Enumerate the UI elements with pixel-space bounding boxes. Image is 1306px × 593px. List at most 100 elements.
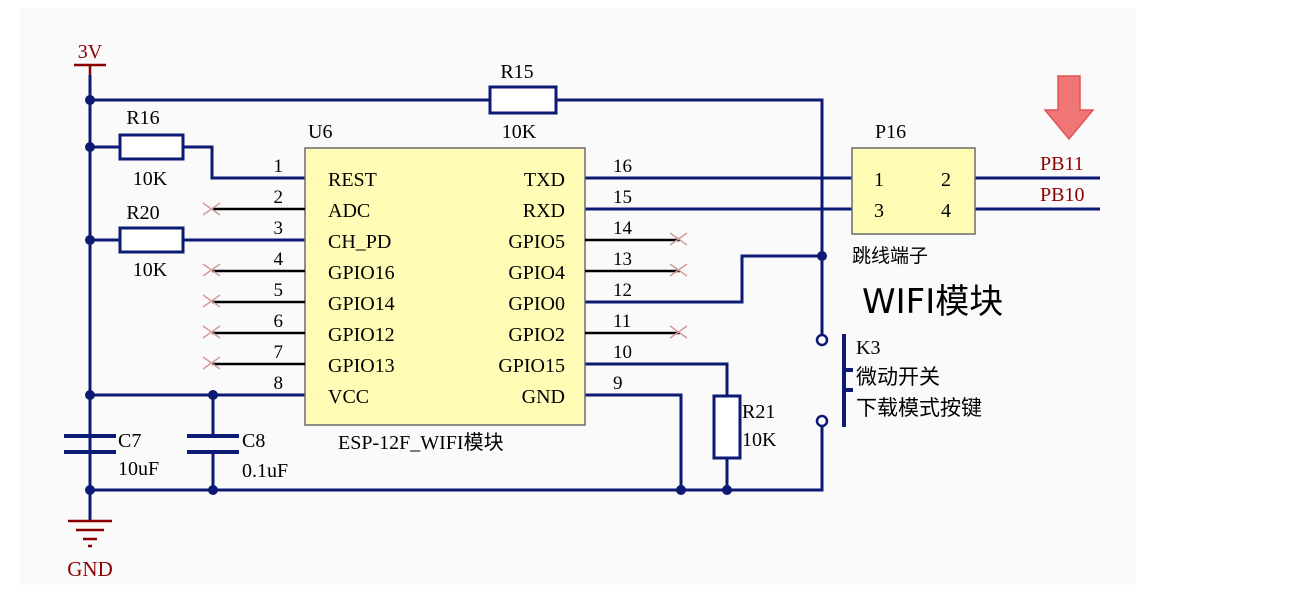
r16-value: 10K — [133, 168, 168, 190]
pin-name: GPIO16 — [328, 262, 395, 284]
pin-number: 13 — [613, 249, 632, 270]
header-pin-3: 3 — [874, 200, 884, 222]
header-p16: P16 1 2 3 4 跳线端子 — [851, 121, 976, 267]
junction-dot — [85, 95, 95, 105]
pin-name: TXD — [524, 169, 565, 191]
no-connect-mark — [202, 263, 221, 277]
no-connect-mark — [202, 294, 221, 308]
net-label-pb11: PB11 — [1040, 153, 1084, 175]
pin-number: 15 — [613, 187, 632, 208]
pin-number: 3 — [274, 218, 284, 239]
diagram-title: WIFI模块 — [862, 282, 1003, 322]
junction-dot — [85, 142, 95, 152]
pin-name: GPIO13 — [328, 355, 395, 377]
header-caption: 跳线端子 — [852, 245, 928, 267]
junction-dot — [817, 251, 827, 261]
pin-name: REST — [328, 169, 377, 191]
junction-dot — [208, 390, 218, 400]
junction-dot — [85, 390, 95, 400]
resistor-r21: R21 10K — [712, 394, 777, 460]
junction-dot — [722, 485, 732, 495]
no-connect-mark — [669, 325, 688, 339]
no-connect-mark — [669, 232, 688, 246]
net-label-pb10: PB10 — [1040, 184, 1084, 206]
header-pin-4: 4 — [941, 200, 951, 222]
c7-ref: C7 — [118, 430, 141, 452]
no-connect-mark — [202, 202, 221, 216]
ground-bus-wire — [90, 427, 824, 492]
pin-name: GPIO12 — [328, 324, 395, 346]
switch-label-1: 微动开关 — [856, 365, 940, 389]
no-connect-mark — [669, 263, 688, 277]
header-pin-1: 1 — [874, 169, 884, 191]
capacitor-c7: C7 10uF — [64, 430, 159, 480]
pin-number: 8 — [274, 373, 284, 394]
pin-number: 6 — [274, 311, 284, 332]
pin-number: 2 — [274, 187, 284, 208]
switch-button — [844, 368, 853, 392]
left-pins: 1REST2ADC3CH_PD4GPIO165GPIO146GPIO127GPI… — [212, 156, 395, 408]
down-arrow-icon — [1043, 75, 1095, 141]
pin-name: GPIO0 — [508, 293, 565, 315]
c7-plates — [64, 434, 116, 454]
pin-name: GPIO14 — [328, 293, 395, 315]
junctions — [85, 95, 827, 495]
no-connect-marks — [202, 202, 688, 370]
ground-symbol: GND — [67, 490, 113, 581]
pin-name: CH_PD — [328, 231, 391, 253]
pin-name: GPIO2 — [508, 324, 565, 346]
net-labels: PB11 PB10 — [1040, 153, 1084, 206]
resistor-r20: R20 10K — [118, 202, 185, 281]
c8-plates — [187, 434, 239, 454]
power-bar — [74, 63, 106, 75]
pin-name: ADC — [328, 200, 370, 222]
header-body — [851, 147, 976, 235]
ground-label: GND — [67, 557, 113, 581]
no-connect-mark — [202, 356, 221, 370]
module-name: ESP-12F_WIFI模块 — [338, 431, 504, 454]
switch-contact-bottom — [815, 414, 829, 428]
power-label: 3V — [78, 41, 103, 63]
r15-value: 10K — [502, 121, 537, 143]
pin-number: 14 — [613, 218, 633, 239]
junction-dot — [85, 235, 95, 245]
r21-ref: R21 — [742, 401, 775, 423]
c8-value: 0.1uF — [242, 460, 288, 482]
pin-number: 16 — [613, 156, 632, 177]
switch-contact-top — [815, 333, 829, 347]
junction-dot — [208, 485, 218, 495]
pin-name: GPIO4 — [508, 262, 565, 284]
r20-ref: R20 — [126, 202, 159, 224]
r21-body — [712, 394, 742, 460]
pin-name: GPIO15 — [498, 355, 565, 377]
pin-number: 10 — [613, 342, 632, 363]
pin-name: RXD — [523, 200, 565, 222]
pin-number: 5 — [274, 280, 284, 301]
header-ref: P16 — [875, 121, 906, 143]
pin-number: 11 — [613, 311, 631, 332]
pin-number: 4 — [274, 249, 284, 270]
r16-ref: R16 — [126, 107, 159, 129]
pin-name: VCC — [328, 386, 369, 408]
r20-body — [118, 226, 185, 254]
power-symbol: 3V — [74, 41, 106, 75]
switch-ref: K3 — [856, 337, 880, 359]
pin-number: 1 — [274, 156, 284, 177]
c8-ref: C8 — [242, 430, 265, 452]
module-ref: U6 — [308, 121, 332, 143]
switch-label-2: 下载模式按键 — [856, 396, 982, 420]
pin-name: GND — [522, 386, 565, 408]
header-pin-2: 2 — [941, 169, 951, 191]
switch-k3: K3 微动开关 下载模式按键 — [815, 333, 982, 428]
r20-value: 10K — [133, 259, 168, 281]
c7-value: 10uF — [118, 458, 159, 480]
r21-value: 10K — [742, 429, 777, 451]
pin-number: 9 — [613, 373, 623, 394]
pin-name: GPIO5 — [508, 231, 565, 253]
r15-ref: R15 — [500, 61, 533, 83]
ground-bars — [68, 519, 112, 548]
capacitor-c8: C8 0.1uF — [187, 430, 288, 482]
gnd-pin-wire — [585, 393, 683, 490]
pin-number: 12 — [613, 280, 632, 301]
